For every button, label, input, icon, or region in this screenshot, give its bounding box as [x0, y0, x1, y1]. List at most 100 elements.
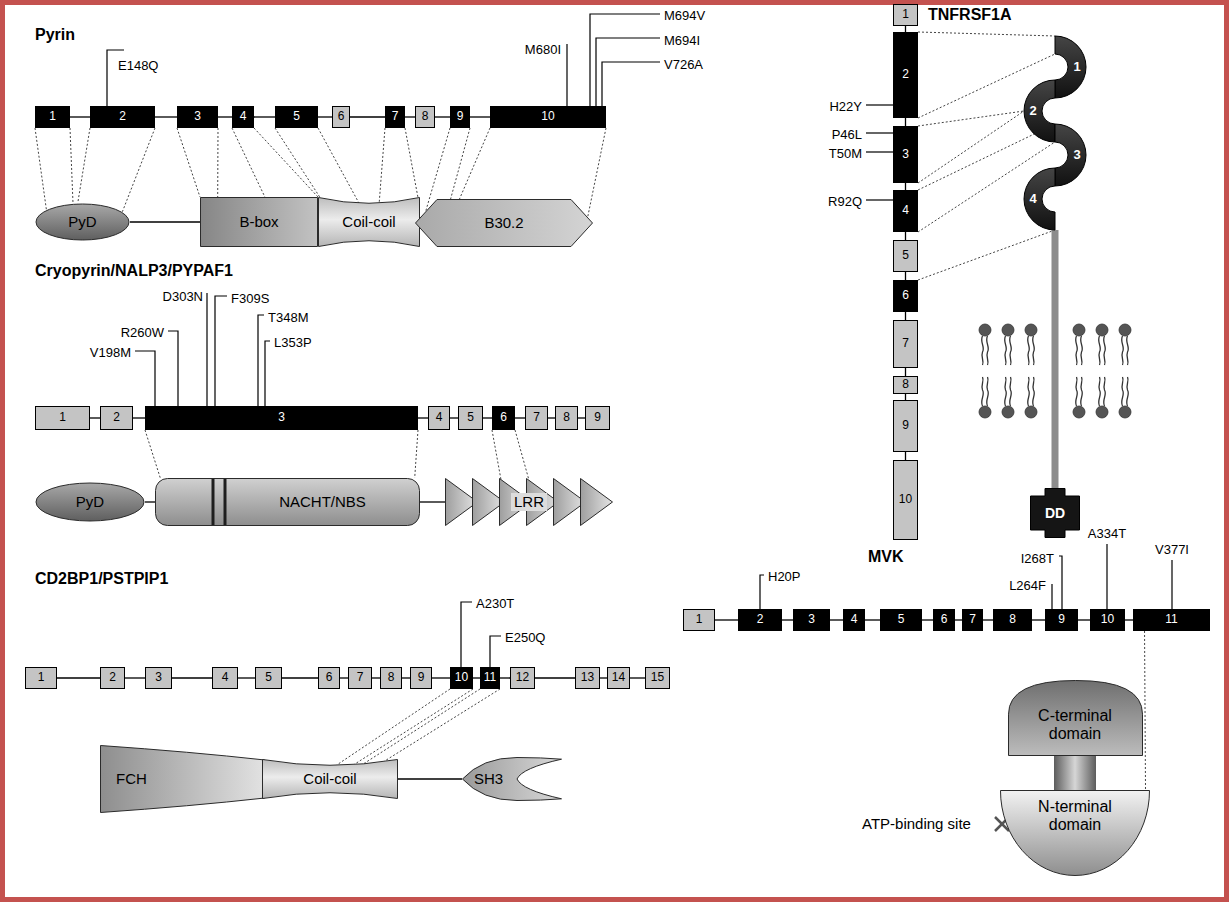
domain-label: LRR: [511, 493, 547, 510]
domain-outline: [36, 483, 144, 521]
exon-box: 1: [35, 106, 70, 128]
label-slot: T348M: [268, 308, 308, 326]
exon-number: 7: [533, 411, 540, 425]
leader-line: [135, 351, 155, 406]
exon-box: 12: [510, 667, 535, 689]
exon-number: 5: [293, 110, 300, 124]
intron-line: [318, 116, 332, 117]
exon-number: 3: [194, 110, 201, 124]
transmembrane-stem: [1052, 230, 1059, 488]
domain-shape: PyD: [35, 482, 145, 522]
domain-shape: Coil-coil: [318, 197, 420, 247]
exon-box: 2: [100, 667, 125, 689]
motif-bar: [224, 479, 227, 525]
intron-line: [715, 619, 738, 620]
crd-lobe: 1: [1055, 36, 1086, 98]
intron-line: [238, 677, 255, 678]
domain-shape: B-box: [200, 197, 318, 247]
crd-lobe: 2: [1024, 80, 1055, 142]
exon-number: 3: [278, 411, 285, 425]
intron-line: [470, 116, 490, 117]
intron-line: [432, 677, 450, 678]
domain-shape: B30.2: [415, 199, 593, 247]
intron-line: [1078, 619, 1090, 620]
leader-line: [566, 44, 567, 106]
exon-box: 3: [145, 667, 172, 689]
exon-number: 10: [455, 671, 468, 685]
exon-number: 8: [388, 671, 395, 685]
mutation-label: L353P: [274, 336, 312, 351]
exon-box: 8: [555, 406, 578, 430]
lipid: [1096, 324, 1108, 365]
label-slot: M694I: [664, 31, 700, 49]
exon-domain-map: [145, 430, 418, 478]
intron-line: [578, 417, 585, 418]
domain-outline: [263, 760, 398, 799]
domain-outline: [1055, 124, 1086, 186]
leader-lines: [107, 14, 1172, 667]
domain-label: B-box: [239, 213, 278, 230]
leader-line: [1171, 560, 1172, 609]
label-slot: E148Q: [118, 56, 158, 74]
exon-domain-map: [78, 128, 155, 212]
exon-number: 2: [902, 68, 909, 82]
lipid: [1073, 377, 1085, 418]
exon-number: 12: [516, 671, 529, 685]
exon-box: 10: [1090, 609, 1125, 631]
leader-line: [866, 199, 893, 200]
intron-line: [865, 619, 880, 620]
label-slot: V726A: [664, 55, 703, 73]
leader-line: [206, 293, 207, 406]
mutation-label: A230T: [476, 597, 514, 612]
exon-box: 6: [492, 406, 515, 430]
leader-line: [866, 132, 893, 133]
mutation-label: M694I: [664, 34, 700, 49]
exon-box: 1: [893, 4, 918, 26]
domain-label: Coil-coil: [342, 213, 395, 230]
death-domain: DD: [1030, 488, 1080, 538]
exon-box: 6: [893, 280, 918, 312]
exon-domain-map: [918, 230, 1055, 280]
exon-box: 15: [645, 667, 670, 689]
exon-number: 6: [941, 613, 948, 627]
exon-number: 7: [969, 613, 976, 627]
domain-outline: [1001, 791, 1150, 876]
exon-number: 1: [59, 411, 66, 425]
exon-number: 8: [902, 378, 909, 392]
mutation-label: M680I: [525, 43, 561, 58]
mutation-label: P46L: [832, 128, 862, 143]
mutation-label: F309S: [231, 292, 269, 307]
crd-lobe: 4: [1024, 168, 1055, 230]
exon-domain-map: [1144, 631, 1146, 790]
domain-label: NACHT/NBS: [279, 493, 366, 510]
exon-number: 4: [436, 411, 443, 425]
exon-number: 6: [326, 671, 333, 685]
exon-domain-map: [275, 128, 359, 203]
intron-line: [340, 677, 348, 678]
label-slot: I268T: [1021, 549, 1054, 567]
label-slot: R260W: [121, 323, 164, 341]
exon-box: 9: [410, 667, 432, 689]
domain-outline: [101, 746, 265, 813]
membrane: [979, 324, 1131, 418]
exon-number: 5: [902, 249, 909, 263]
lipid: [1025, 377, 1037, 418]
exon-number: 14: [612, 671, 625, 685]
exon-box: 10: [490, 106, 606, 128]
intron-line: [905, 452, 906, 460]
exon-box: 3: [145, 406, 418, 430]
exon-number: 4: [240, 110, 247, 124]
lipid: [1119, 324, 1131, 365]
mutation-label: V726A: [664, 58, 703, 73]
label-slot: MVK: [868, 548, 904, 566]
intron-line: [983, 619, 993, 620]
exon-box: 5: [880, 609, 922, 631]
exon-number: 10: [1101, 613, 1114, 627]
exon-number: 1: [696, 613, 703, 627]
domain-shape: NACHT/NBS: [155, 478, 420, 526]
exon-box: 2: [100, 406, 133, 430]
exon-number: 11: [484, 671, 496, 685]
lipid: [1119, 377, 1131, 418]
label-slot: A334T: [1088, 524, 1126, 542]
intron-line: [1032, 619, 1045, 620]
